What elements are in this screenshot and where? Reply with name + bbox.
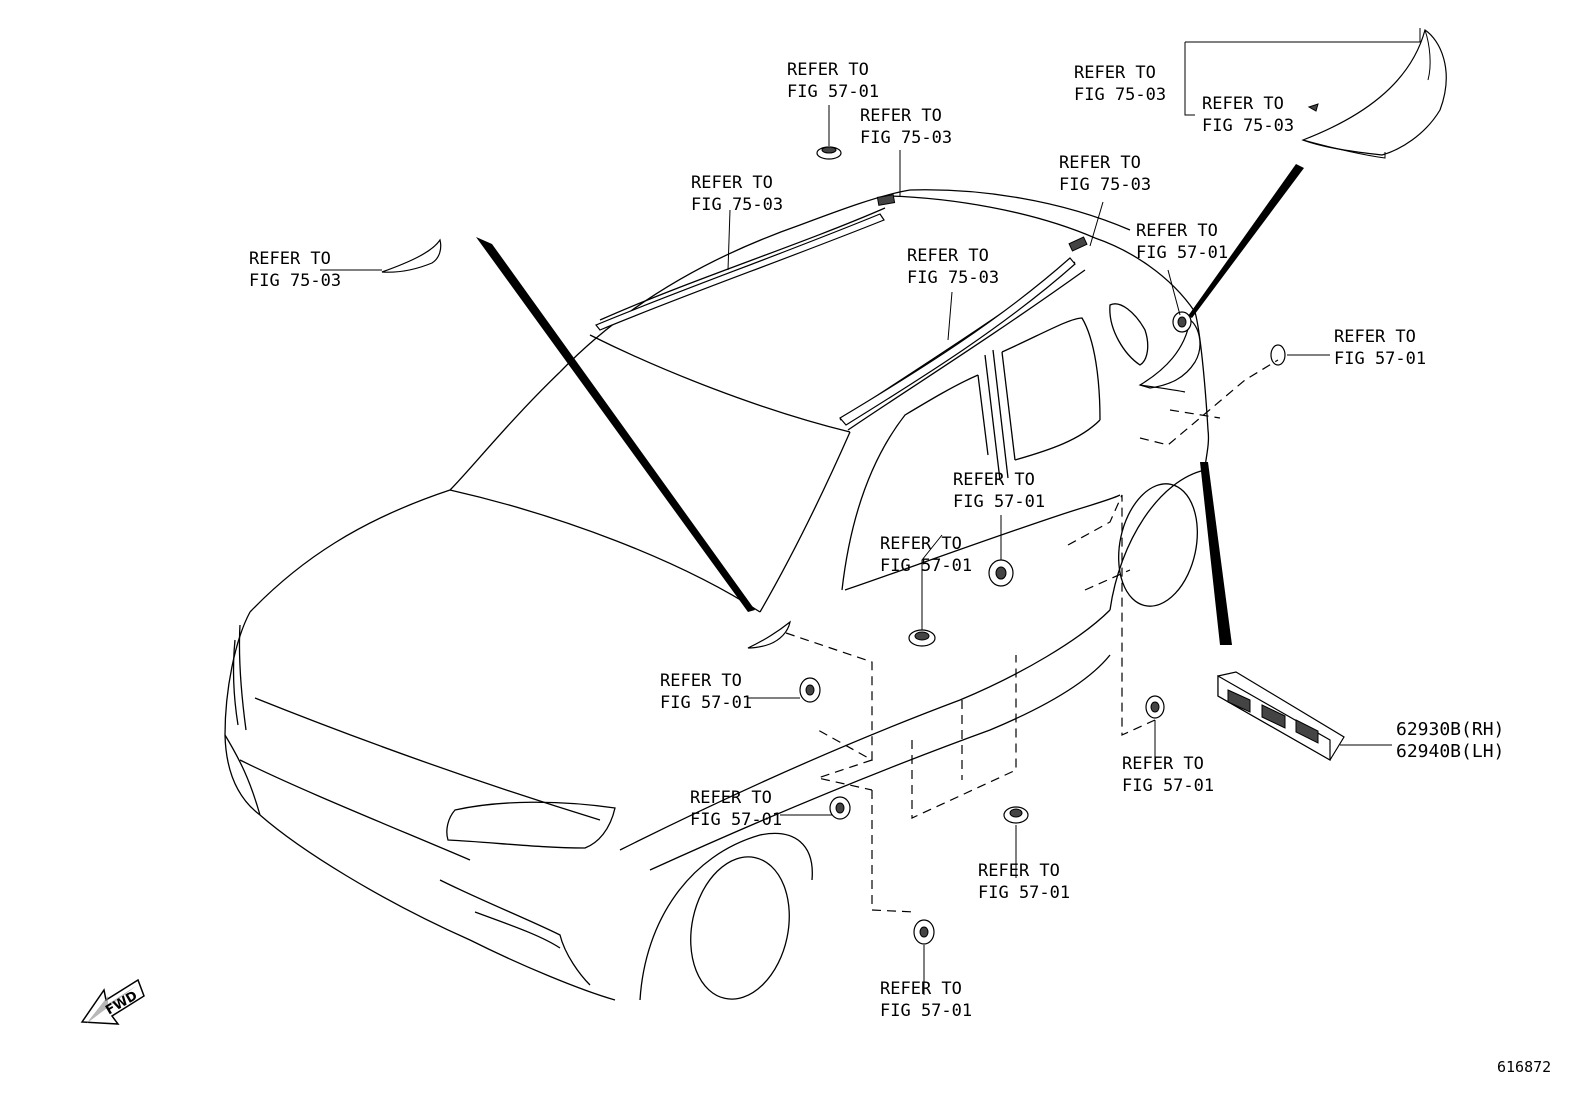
grommet-icon [816,146,842,160]
grommet-icon [908,629,936,647]
part-number-labels: 62930B(RH) 62940B(LH) [1396,719,1504,762]
roof-clip-icon [1068,236,1088,252]
spoiler-clip-icon [1307,103,1319,112]
pointer-wedges [476,164,1304,645]
cap-icon [1270,344,1286,366]
trim-piece-icon [381,238,442,273]
quarter-garnish-icon [1138,319,1201,389]
rear-spoiler-icon [1301,29,1447,156]
grommet-icon [1003,806,1029,824]
rear-reflector-icon [1217,671,1345,762]
grommet-icon [799,677,821,703]
roof-clip-icon [876,194,896,206]
fender-trim-icon [747,620,791,649]
part-number-lh[interactable]: 62940B(LH) [1396,741,1504,762]
leader-lines [320,28,1421,995]
fwd-arrow-icon: FWD [80,978,145,1025]
grommet-icon [1145,695,1165,719]
dashed-guides [785,359,1279,913]
roof-molding-icon [839,257,1076,426]
roof-molding-icon [595,213,885,331]
grommet-icon [1172,311,1192,333]
grommet-icon [829,796,851,820]
grommet-icon [913,919,935,945]
grommet-icon [988,559,1014,587]
part-number-rh[interactable]: 62930B(RH) [1396,719,1504,740]
diagram-id: 616872 [1497,1058,1551,1076]
parts [381,29,1447,945]
